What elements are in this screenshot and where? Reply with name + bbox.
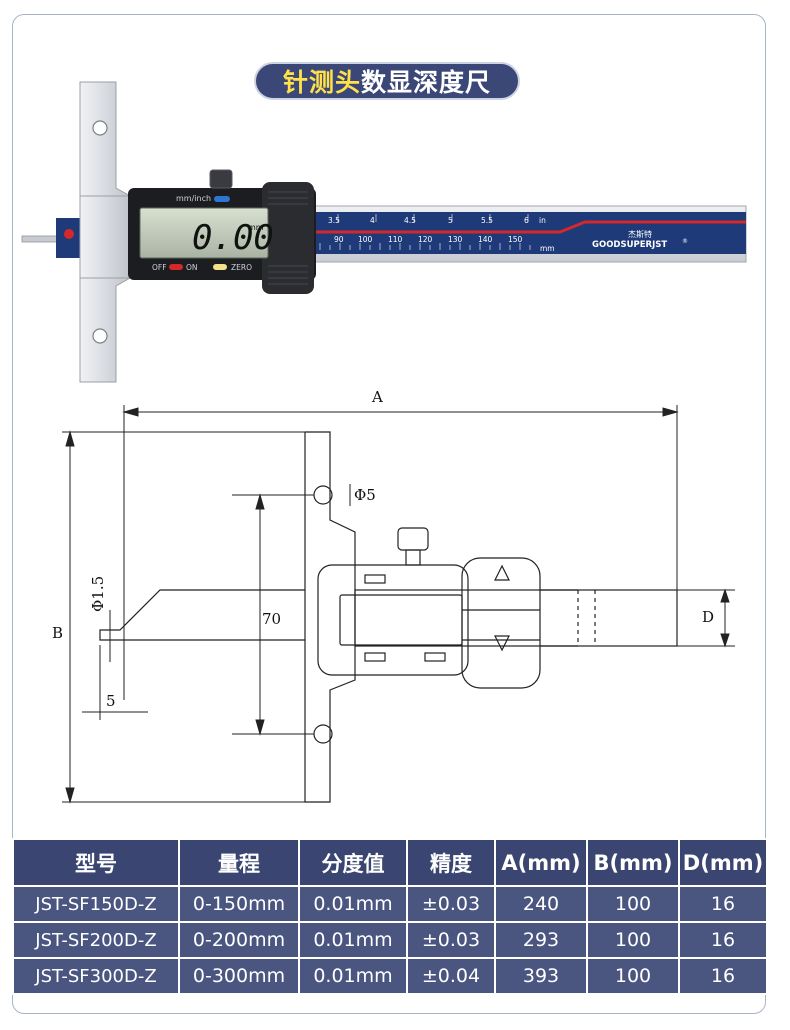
- page-title: 针测头数显深度尺: [254, 62, 520, 100]
- scale-red-stripe: [310, 220, 746, 234]
- mm-tick-label: 120: [418, 235, 433, 244]
- caliper-illustration: 3.5 4 4.5 5 5.5 6 in 90 100 110 120 130 …: [21, 81, 747, 383]
- spec-table: 型号 量程 分度值 精度 A(mm) B(mm) D(mm) JST-SF150…: [12, 838, 768, 995]
- off-label: OFF: [152, 263, 167, 272]
- brand-cn: 杰斯特: [628, 229, 652, 239]
- header-d: D(mm): [678, 838, 768, 887]
- zero-label: ZERO: [231, 263, 252, 272]
- dim-label-70: 70: [262, 610, 281, 628]
- scale-ticks: [319, 214, 531, 250]
- drawing-body: [317, 564, 469, 676]
- unit-switch-label: mm/inch: [176, 194, 211, 203]
- dim-label-b: B: [52, 624, 63, 642]
- cell-b: 100: [586, 957, 680, 995]
- header-a: A(mm): [494, 838, 588, 887]
- cell-range: 0-200mm: [178, 921, 300, 959]
- drawing-bar: [354, 589, 678, 647]
- base-collar: [79, 195, 131, 279]
- cell-model: JST-SF200D-Z: [12, 921, 180, 959]
- inch-unit-label: in: [539, 216, 546, 225]
- inch-tick-label: 3.5: [328, 216, 340, 225]
- inch-tick-label: 4: [370, 216, 375, 225]
- title-highlight: 针测头: [282, 68, 361, 97]
- mm-tick-label: 100: [358, 235, 373, 244]
- cell-model: JST-SF300D-Z: [12, 957, 180, 995]
- lock-screw[interactable]: [209, 169, 233, 189]
- inch-tick-label: 5: [448, 216, 453, 225]
- drawing-knob-stem: [405, 549, 421, 566]
- drawing-lcd: [339, 594, 463, 646]
- drawing-up-arrow: [494, 564, 510, 581]
- cell-d: 16: [678, 921, 768, 959]
- header-range: 量程: [178, 838, 300, 887]
- drawing-button-a: [364, 574, 386, 584]
- lcd-reading: 0.00: [192, 218, 274, 258]
- cell-model: JST-SF150D-Z: [12, 885, 180, 923]
- mm-tick-label: 90: [334, 235, 344, 244]
- drawing-hole-bottom: [313, 724, 333, 744]
- table-row: JST-SF300D-Z 0-300mm 0.01mm ±0.04 393 10…: [12, 957, 768, 995]
- header-accuracy: 精度: [406, 838, 496, 887]
- cell-a: 240: [494, 885, 588, 923]
- cell-range: 0-300mm: [178, 957, 300, 995]
- unit-switch-button[interactable]: [214, 196, 230, 202]
- cell-b: 100: [586, 921, 680, 959]
- cell-resolution: 0.01mm: [298, 885, 408, 923]
- dim-label-5: 5: [106, 692, 116, 710]
- header-model: 型号: [12, 838, 180, 887]
- base-hole-top: [92, 120, 108, 136]
- mm-tick-label: 110: [388, 235, 403, 244]
- dim-label-d: D: [702, 608, 714, 626]
- base-hole-bottom: [92, 328, 108, 344]
- title-rest: 数显深度尺: [361, 68, 492, 97]
- cell-accuracy: ±0.04: [406, 957, 496, 995]
- cell-range: 0-150mm: [178, 885, 300, 923]
- cell-resolution: 0.01mm: [298, 957, 408, 995]
- mm-tick-label: 150: [508, 235, 523, 244]
- cell-accuracy: ±0.03: [406, 885, 496, 923]
- mm-unit-label: mm: [540, 244, 555, 253]
- table-header-row: 型号 量程 分度值 精度 A(mm) B(mm) D(mm): [12, 838, 768, 887]
- dim-label-phi5: Φ5: [354, 486, 376, 504]
- drawing-down-arrow: [494, 635, 510, 652]
- brand-name: GOODSUPERJST: [592, 240, 667, 250]
- cell-accuracy: ±0.03: [406, 921, 496, 959]
- off-on-button[interactable]: [169, 264, 183, 270]
- cell-a: 293: [494, 921, 588, 959]
- inch-tick-label: 5.5: [481, 216, 493, 225]
- dimension-drawing: A B D Φ5 70 5 Φ1.5: [52, 388, 735, 804]
- page-frame: [12, 14, 766, 1014]
- drawing-hole-top: [313, 485, 333, 505]
- cell-resolution: 0.01mm: [298, 921, 408, 959]
- cell-d: 16: [678, 957, 768, 995]
- dim-label-phi15: Φ1.5: [89, 576, 107, 612]
- on-label: ON: [186, 263, 198, 272]
- mm-tick-label: 130: [448, 235, 463, 244]
- inch-tick-label: 6: [524, 216, 529, 225]
- dim-label-a: A: [371, 388, 383, 406]
- drawing-base-outline: [304, 431, 356, 803]
- cell-d: 16: [678, 885, 768, 923]
- drawing-wheel: [461, 557, 541, 689]
- zero-button[interactable]: [213, 264, 227, 270]
- drawing-button-c: [424, 652, 446, 662]
- drawing-knob: [397, 527, 429, 551]
- lcd-screen: [139, 207, 269, 259]
- cell-a: 393: [494, 957, 588, 995]
- mm-tick-label: 140: [478, 235, 493, 244]
- table-row: JST-SF150D-Z 0-150mm 0.01mm ±0.03 240 10…: [12, 885, 768, 923]
- thumb-wheel-grip: [268, 191, 308, 285]
- cell-b: 100: [586, 885, 680, 923]
- drawing-button-b: [364, 652, 386, 662]
- inch-tick-label: 4.5: [404, 216, 416, 225]
- header-resolution: 分度值: [298, 838, 408, 887]
- lcd-unit: mm: [248, 223, 264, 232]
- table-row: JST-SF200D-Z 0-200mm 0.01mm ±0.03 293 10…: [12, 921, 768, 959]
- brand-mark: ®: [682, 238, 688, 245]
- header-b: B(mm): [586, 838, 680, 887]
- power-icon: [64, 229, 74, 239]
